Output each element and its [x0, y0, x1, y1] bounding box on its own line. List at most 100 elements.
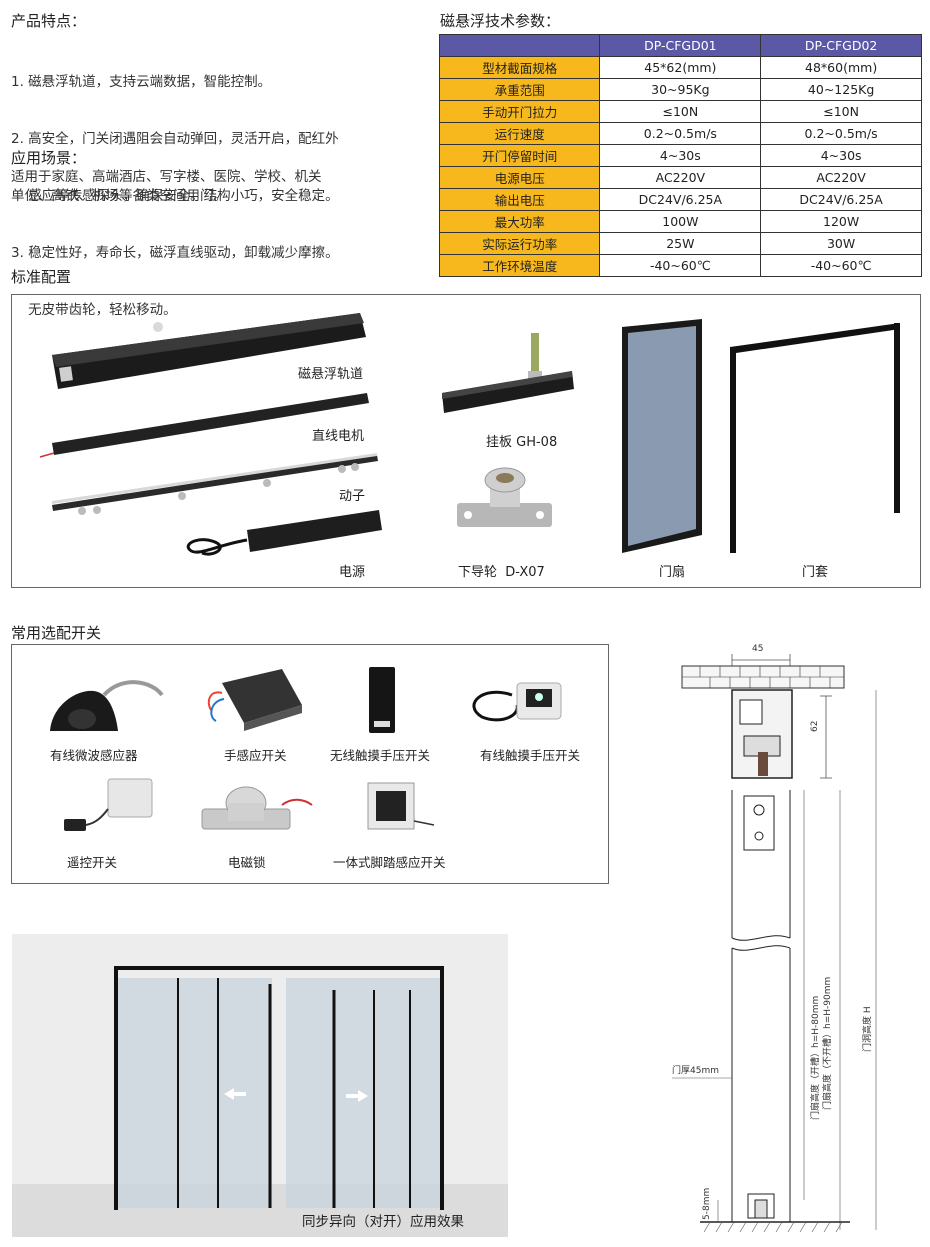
microwave-sensor-image — [50, 680, 164, 731]
em-lock-image — [201, 786, 313, 830]
caption-foot: 一体式脚踏感应开关 — [333, 855, 446, 870]
features-list: 1. 磁悬浮轨道，支持云端数据，智能控制。 2. 高安全，门关闭遇阻会自动弹回，… — [11, 35, 339, 339]
spec-header-cell: DP-CFGD01 — [599, 34, 762, 57]
caption-hand: 手感应开关 — [224, 748, 287, 763]
door-thickness: 门厚45mm — [672, 1066, 719, 1076]
photo-caption: 同步异向（对开）应用效果 — [302, 1214, 464, 1230]
standard-illustrations — [39, 313, 900, 556]
spec-cell: 48*60(mm) — [760, 56, 922, 79]
spec-cell: ≤10N — [599, 100, 762, 123]
caption-wired-touch: 有线触摸手压开关 — [480, 748, 581, 763]
scenes-line: 单位、高铁、机场等各类空间用门。 — [11, 188, 227, 204]
technical-drawing: 45 62 门厚45mm 门扇高度（开槽）h=H-80mm 门扇高度（不开槽）h… — [660, 640, 922, 1240]
track-image — [52, 313, 366, 389]
spec-header-cell — [438, 34, 601, 57]
wired-switch-image — [472, 682, 562, 722]
spec-row: 工作环境温度-40~60℃-40~60℃ — [438, 254, 922, 277]
spec-cell: -40~60℃ — [599, 254, 762, 277]
drawing-svg — [672, 654, 877, 1233]
leaf-height-unslotted: 门扇高度（不开槽）h=H-90mm — [823, 976, 833, 1110]
spec-cell: 120W — [760, 210, 922, 233]
mover-image — [52, 453, 378, 515]
feature-item: 1. 磁悬浮轨道，支持云端数据，智能控制。 — [11, 74, 272, 90]
spec-row-label: 工作环境温度 — [438, 254, 601, 277]
spec-cell: DC24V/6.25A — [760, 188, 922, 211]
wireless-switch-image — [369, 667, 395, 733]
feature-item: 2. 高安全，门关闭遇阻会自动弹回，灵活开启，配红外 — [11, 131, 339, 147]
spec-cell: 0.2~0.5m/s — [599, 122, 762, 145]
spec-row-label: 输出电压 — [438, 188, 601, 211]
spec-row: 手动开门拉力≤10N≤10N — [438, 100, 922, 123]
remote-image — [64, 778, 153, 831]
caption-track: 磁悬浮轨道 — [298, 367, 364, 382]
dim-height: 62 — [810, 720, 820, 732]
caption-lock: 电磁锁 — [228, 855, 266, 870]
feature-item: 无皮带齿轮，轻松移动。 — [11, 302, 177, 318]
opening-height: 门洞高度 H — [863, 1006, 873, 1052]
switches-box: 有线微波感应器 手感应开关 无线触摸手压开关 有线触摸手压开关 遥控开关 电磁锁… — [11, 644, 609, 884]
spec-cell: 0.2~0.5m/s — [760, 122, 922, 145]
feature-item: 感应等传感探头，确保安全。结构小巧，安全稳定。 — [11, 188, 339, 204]
spec-cell: 40~125Kg — [760, 78, 922, 101]
floor-gap: 5-8mm — [702, 1187, 712, 1220]
spec-cell: AC220V — [599, 166, 762, 189]
standard-box: 磁悬浮轨道 直线电机 动子 电源 挂板 GH-08 下导轮 D-X07 门扇 门… — [11, 294, 921, 588]
switches-illustrations — [50, 667, 562, 831]
power-image — [186, 510, 382, 556]
caption-guide: 下导轮 D-X07 — [458, 565, 545, 580]
caption-wireless: 无线触摸手压开关 — [330, 748, 431, 763]
caption-mover: 动子 — [339, 489, 366, 504]
caption-microwave: 有线微波感应器 — [50, 748, 138, 763]
spec-row-label: 运行速度 — [438, 122, 601, 145]
spec-cell: 100W — [599, 210, 762, 233]
caption-motor: 直线电机 — [312, 429, 365, 444]
spec-row-label: 电源电压 — [438, 166, 601, 189]
feature-item: 3. 稳定性好，寿命长，磁浮直线驱动，卸载减少摩擦。 — [11, 245, 339, 261]
motor-image — [39, 393, 369, 458]
spec-cell: DC24V/6.25A — [599, 188, 762, 211]
spec-row-label: 手动开门拉力 — [438, 100, 601, 123]
scenes-title: 应用场景： — [11, 149, 87, 167]
spec-header-row: DP-CFGD01 DP-CFGD02 — [438, 34, 922, 57]
spec-cell: -40~60℃ — [760, 254, 922, 277]
spec-cell: 30W — [760, 232, 922, 255]
scenes-text: 适用于家庭、高端酒店、写字楼、医院、学校、机关 单位、高铁、机场等各类空间用门。 — [11, 168, 322, 206]
spec-cell: ≤10N — [760, 100, 922, 123]
guide-wheel-image — [457, 467, 552, 527]
door-frame-image — [730, 323, 900, 553]
spec-cell: 4~30s — [599, 144, 762, 167]
spec-cell: 4~30s — [760, 144, 922, 167]
caption-hanger: 挂板 GH-08 — [486, 435, 558, 450]
spec-row-label: 最大功率 — [438, 210, 601, 233]
door-leaf-image — [622, 319, 702, 553]
standard-title: 标准配置 — [11, 268, 72, 286]
switches-title: 常用选配开关 — [11, 624, 102, 642]
spec-cell: 30~95Kg — [599, 78, 762, 101]
spec-row-label: 型材截面规格 — [438, 56, 601, 79]
spec-cell: 25W — [599, 232, 762, 255]
foot-sensor-image — [367, 782, 435, 830]
spec-cell: 45*62(mm) — [599, 56, 762, 79]
caption-frame: 门套 — [802, 565, 829, 580]
hanger-image — [442, 333, 574, 413]
spec-title: 磁悬浮技术参数： — [440, 12, 561, 30]
application-photo: 同步异向（对开）应用效果 — [12, 934, 508, 1237]
spec-cell: AC220V — [760, 166, 922, 189]
photo-illustration — [12, 934, 508, 1237]
features-title: 产品特点： — [11, 12, 87, 30]
scenes-line: 适用于家庭、高端酒店、写字楼、医院、学校、机关 — [11, 169, 322, 185]
spec-row-label: 承重范围 — [438, 78, 601, 101]
caption-remote: 遥控开关 — [67, 855, 118, 870]
hand-sensor-image — [207, 669, 302, 731]
caption-leaf: 门扇 — [659, 565, 686, 580]
